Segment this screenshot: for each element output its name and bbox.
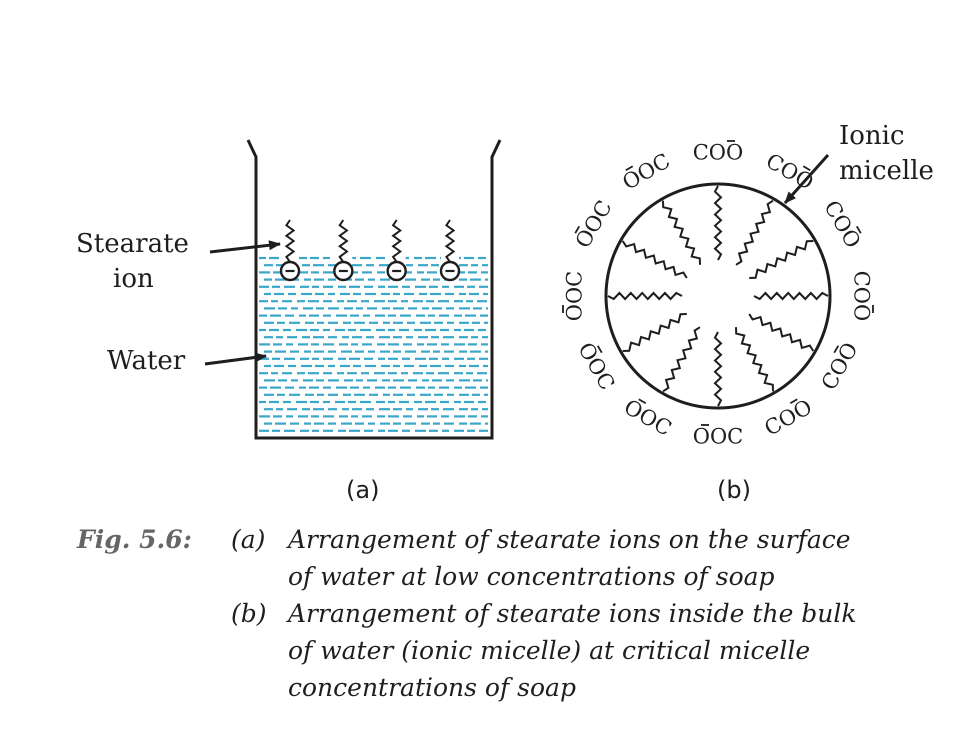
stearate-ions [279,217,461,282]
beaker-outline [246,139,502,440]
micelle-chain [621,240,688,279]
stearate-ion [439,217,461,282]
head-group-label: COO [760,395,816,441]
sublabel-b: (b) [717,476,751,504]
charge-bar [833,345,840,354]
hydrocarbon-tail [284,219,296,263]
head-group-label: OOC [618,149,674,195]
hydrocarbon-tail [391,219,402,263]
head-group-label: OOC [620,395,676,441]
caption-a-line2: of water at low concentrations of soap [288,562,775,591]
micelle-chain [735,327,774,392]
head-group-label: COO [850,271,874,322]
micelle-chain [753,291,829,301]
charge-bar [574,225,581,234]
charge-bar [855,225,862,234]
charge-bar [789,398,798,405]
micelle-chain [713,185,723,261]
head-group-label: COO [693,141,744,165]
micelle-chain [662,200,701,265]
water-body [259,256,488,432]
water-label: Water [107,346,186,376]
sublabel-a: (a) [346,476,380,504]
hydrocarbon-tail [338,219,349,263]
charge-bar [625,165,634,172]
head-group-label: COO [819,196,865,252]
micelle-chain [749,240,814,279]
micelle-arrow [783,153,830,205]
ionic-micelle-label-line2: micelle [839,156,934,186]
micelle-chain [735,199,774,266]
ionic-micelle-label: Ionic [839,121,905,151]
micelle-chain [748,313,815,352]
caption-b-marker: (b) [231,599,267,628]
caption-a-marker: (a) [231,525,266,554]
micelle-chain [713,331,723,407]
stearate-ion [333,217,354,282]
stearate-ion [279,217,301,282]
micelle-chain [622,313,687,352]
stearate-ion-label: Stearate [76,229,189,259]
micelle-circle [604,182,832,410]
micelle-chain [607,291,683,301]
caption-b-line2: of water (ionic micelle) at critical mic… [288,636,811,665]
caption-a-line1: Arrangement of stearate ions on the surf… [288,525,851,554]
head-group-label: OOC [573,338,619,394]
micelle-chains [607,185,829,407]
beaker-diagram [204,139,502,440]
micelle-chain [662,326,701,393]
stearate-arrow [209,240,281,254]
water-arrow [204,352,267,366]
head-group-label: OOC [563,271,587,322]
stearate-label-line1: Stearate [76,229,189,259]
head-group-label: COO [762,149,818,195]
hydrocarbon-tail [444,219,456,263]
charge-bar [638,398,647,405]
caption-b-line3: concentrations of soap [288,673,576,702]
figure-number: Fig. 5.6: [77,525,192,554]
charge-bar [802,165,811,172]
stearate-ion-label-line2: ion [113,264,154,294]
head-group-label: COO [817,338,863,394]
caption-b-line1: Arrangement of stearate ions inside the … [288,599,857,628]
head-group-label: OOC [571,196,617,252]
head-group-label: OOC [693,425,744,449]
charge-bar [596,345,603,354]
stearate-ion [386,217,407,282]
